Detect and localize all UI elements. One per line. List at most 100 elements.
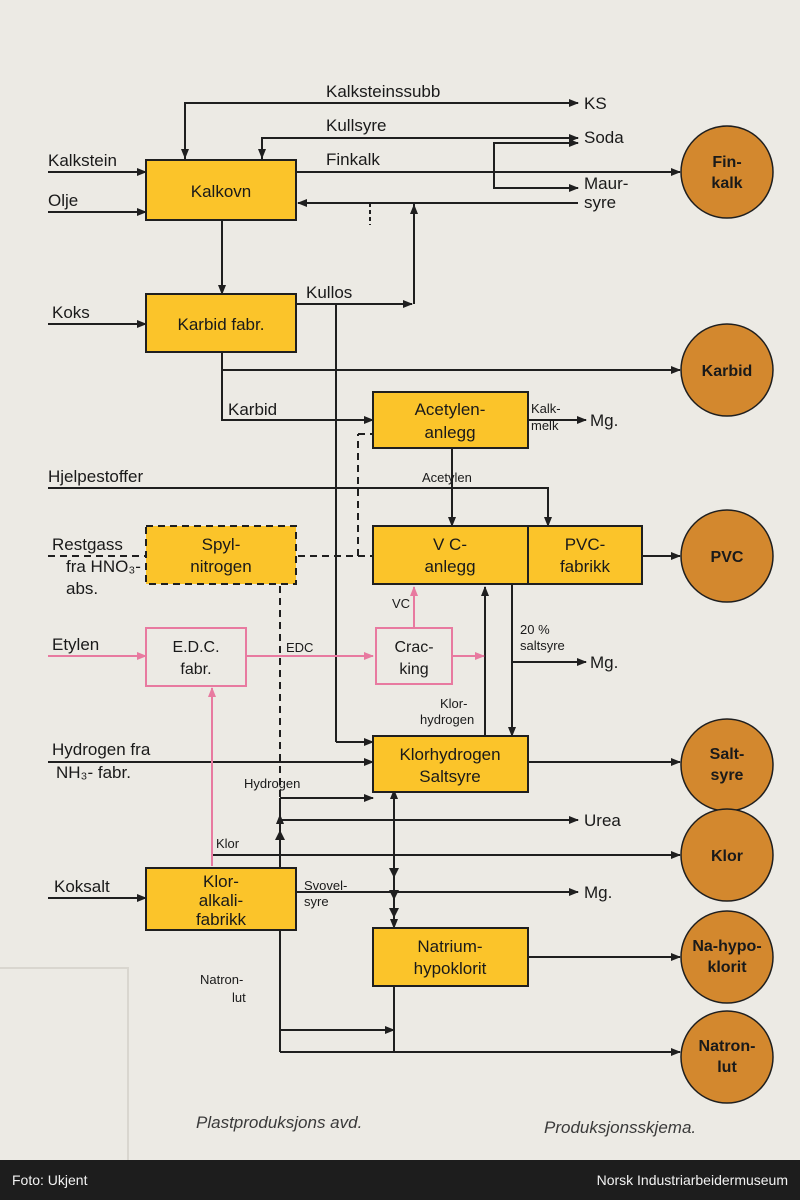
circle-natronlut [680,1010,774,1104]
label-spyl-1: Spyl- [202,535,241,554]
flow-kalksteinssubb: Kalksteinssubb [326,82,440,101]
flow-svovel: Svovel- [304,878,347,893]
flow-kalk: Kalk- [531,401,561,416]
label-edc-1: E.D.C. [172,639,219,656]
box-spyl-nitrogen [145,525,297,585]
circle-nahypoklorit [680,910,774,1004]
junction-arrows [275,830,399,918]
box-acetylen-anlegg [372,391,529,449]
label-kalkovn: Kalkovn [191,182,251,201]
flow-saltsyre: saltsyre [520,638,565,653]
product-karbid: Karbid [702,363,753,380]
product-natronlut-1: Natron- [699,1038,756,1055]
input-restgass: Restgass [52,535,123,554]
label-cracking-1: Crac- [394,639,433,656]
input-etylen: Etylen [52,635,99,654]
output-ks: KS [584,94,607,113]
input-kalkstein: Kalkstein [48,151,117,170]
pink-flow-lines [48,586,485,866]
flow-edc: EDC [286,640,313,655]
box-pvc-fabrikk [527,525,643,585]
flow-karbid: Karbid [228,400,277,419]
footer-bar: Foto: Ukjent Norsk Industriarbeidermuseu… [0,1160,800,1200]
product-natronlut-2: lut [717,1059,737,1076]
label-kloralkali-2: alkali- [199,891,243,910]
process-boxes [145,159,643,987]
label-vc-1: V C- [433,535,467,554]
museum-credit: Norsk Industriarbeidermuseum [596,1172,788,1188]
product-saltsyre-2: syre [711,767,744,784]
output-urea: Urea [584,811,621,830]
product-finkalk-1: Fin- [712,154,741,171]
box-kalkovn [145,159,297,221]
output-maur: Maur- [584,174,628,193]
flow-20pct: 20 % [520,622,550,637]
label-acetylen-1: Acetylen- [415,400,486,419]
flow-kullsyre: Kullsyre [326,116,386,135]
paper-inset-edge [0,967,129,1160]
box-klorhydrogen [372,735,529,793]
flow-melk: melk [531,418,559,433]
product-nahypo-2: klorit [707,959,747,976]
product-saltsyre-1: Salt- [710,746,745,763]
product-pvc: PVC [711,549,744,566]
input-fra-hno3: fra HNO₃- [66,557,141,576]
product-finkalk-2: kalk [711,175,742,192]
label-pvcfab-1: PVC- [565,535,606,554]
box-vc-anlegg [372,525,529,585]
label-natrium-2: hypoklorit [414,959,487,978]
dashed-lines [48,433,373,866]
circle-finkalk [680,125,774,219]
output-mg-kalkmelk: Mg. [590,411,618,430]
input-olje: Olje [48,191,78,210]
box-kloralkali [145,867,297,931]
product-nahypo-1: Na-hypo- [692,938,761,955]
flow-lut: lut [232,990,246,1005]
input-abs: abs. [66,579,98,598]
label-pvcfab-2: fabrikk [560,557,611,576]
label-natrium-1: Natrium- [417,937,482,956]
box-natrium-hypoklorit [372,927,529,987]
circle-saltsyre [680,718,774,812]
output-mg-saltsyre: Mg. [590,653,618,672]
box-cracking [375,627,453,685]
input-hydrogen-fra: Hydrogen fra [52,740,151,759]
label-klorhydrogen-2: Saltsyre [419,767,480,786]
pink-boxes [145,627,453,687]
input-hjelpestoffer: Hjelpestoffer [48,467,143,486]
product-klor: Klor [711,848,743,865]
circle-klor [680,808,774,902]
label-spyl-2: nitrogen [190,557,251,576]
box-karbid-fabr [145,293,297,353]
flow-vc: VC [392,596,410,611]
input-nh3-fabr: NH₃- fabr. [56,763,131,782]
flow-klor-hydrogen-2: hydrogen [420,712,474,727]
box-edc-fabr [145,627,247,687]
caption-schema: Produksjonsskjema. [544,1118,696,1137]
label-kloralkali-3: fabrikk [196,910,247,929]
output-mg-svovelsyre: Mg. [584,883,612,902]
output-soda: Soda [584,128,624,147]
flow-acetylen: Acetylen [422,470,472,485]
input-koks: Koks [52,303,90,322]
label-acetylen-2: anlegg [424,423,475,442]
flow-kullos: Kullos [306,283,352,302]
product-circles [680,125,774,1104]
flow-klor: Klor [216,836,240,851]
flow-natron: Natron- [200,972,243,987]
circle-karbid [680,323,774,417]
label-klorhydrogen-1: Klorhydrogen [399,745,500,764]
circle-pvc [680,509,774,603]
flow-klor-hydrogen-1: Klor- [440,696,467,711]
label-kloralkali-1: Klor- [203,872,239,891]
label-karbid-fabr: Karbid fabr. [178,315,265,334]
output-syre: syre [584,193,616,212]
flow-lines [48,99,681,1056]
label-edc-2: fabr. [180,661,211,678]
flow-hydrogen: Hydrogen [244,776,300,791]
caption-department: Plastproduksjons avd. [196,1113,362,1132]
flow-finkalk: Finkalk [326,150,380,169]
label-vc-2: anlegg [424,557,475,576]
label-cracking-2: king [399,661,428,678]
